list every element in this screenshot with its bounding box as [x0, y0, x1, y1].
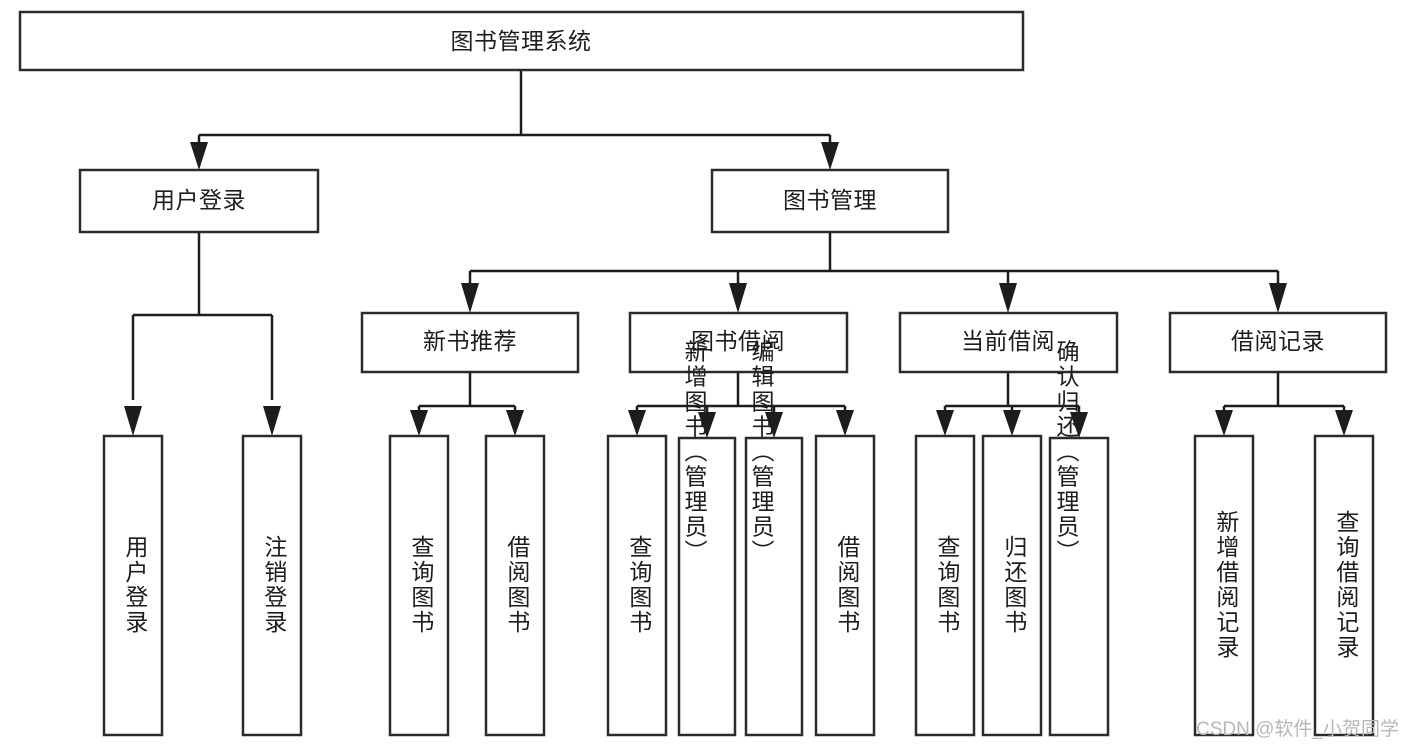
node-borrow-record-label: 借阅记录 — [1231, 328, 1325, 354]
node-new-book-recommend-box — [360, 311, 580, 374]
node-leaf-bb-query-book[interactable]: 查询图书 — [606, 434, 668, 737]
node-book-borrow-box — [628, 311, 849, 374]
node-leaf-bb-add-book-label: 新增图书（管理员） — [681, 340, 708, 565]
arrow-head-bb-edit-book — [765, 412, 783, 438]
node-borrow-record-box — [1168, 311, 1388, 374]
connector-group-borrow-record-to-leaves — [1215, 372, 1353, 436]
node-root-system-box — [18, 10, 1025, 72]
node-leaf-bb-edit-book-label: 编辑图书（管理员） — [748, 340, 775, 565]
node-user-login-box — [78, 168, 320, 234]
node-leaf-logout-label: 注销登录 — [261, 535, 288, 635]
node-leaf-bb-edit-book-box — [744, 436, 804, 737]
arrow-head-nb-query-book — [410, 410, 428, 436]
arrow-head-cb-return-book — [1003, 410, 1021, 436]
arrow-head-bb-add-book — [698, 412, 716, 438]
node-leaf-nb-borrow-book-box — [484, 434, 546, 737]
node-book-borrow[interactable]: 图书借阅 — [628, 311, 849, 374]
node-leaf-br-add-record[interactable]: 新增借阅记录 — [1193, 434, 1255, 737]
node-leaf-bb-edit-book[interactable]: 编辑图书（管理员） — [744, 340, 804, 737]
arrow-head-user-login — [190, 142, 208, 170]
connector-group-root-to-level2 — [190, 70, 839, 170]
node-leaf-nb-borrow-book-label: 借阅图书 — [504, 535, 531, 635]
node-leaf-bb-query-book-label: 查询图书 — [626, 535, 653, 635]
arrow-head-nb-borrow-book — [506, 410, 524, 436]
node-current-borrow-label: 当前借阅 — [961, 328, 1055, 354]
connector-group-book-manage-to-level3 — [461, 232, 1287, 313]
node-leaf-br-add-record-box — [1193, 434, 1255, 737]
node-leaf-user-login[interactable]: 用户登录 — [102, 434, 164, 737]
node-leaf-user-login-label: 用户登录 — [122, 535, 149, 635]
node-leaf-br-query-record-box — [1313, 434, 1375, 737]
node-leaf-cb-confirm-return-box — [1048, 436, 1110, 737]
node-leaf-cb-query-book-box — [914, 434, 976, 737]
node-leaf-cb-query-book[interactable]: 查询图书 — [914, 434, 976, 737]
node-leaf-bb-borrow-book-box — [814, 434, 876, 737]
node-leaf-logout-box — [241, 434, 303, 737]
arrow-head-cb-query-book — [936, 410, 954, 436]
node-leaf-cb-return-book[interactable]: 归还图书 — [981, 434, 1043, 737]
node-leaf-bb-add-book[interactable]: 新增图书（管理员） — [677, 340, 737, 737]
node-leaf-cb-confirm-return[interactable]: 确认归还（管理员） — [1048, 340, 1110, 737]
node-leaf-logout[interactable]: 注销登录 — [241, 434, 303, 737]
arrow-head-br-query-record — [1335, 410, 1353, 436]
node-leaf-bb-add-book-box — [677, 436, 737, 737]
node-borrow-record[interactable]: 借阅记录 — [1168, 311, 1388, 374]
node-user-login[interactable]: 用户登录 — [78, 168, 320, 234]
node-leaf-nb-query-book[interactable]: 查询图书 — [388, 434, 450, 737]
node-new-book-recommend-label: 新书推荐 — [423, 328, 517, 354]
arrow-head-current-borrow — [999, 283, 1017, 313]
node-root-system-label: 图书管理系统 — [451, 28, 592, 54]
connector-group-book-borrow-to-leaves — [628, 372, 854, 438]
node-leaf-cb-query-book-label: 查询图书 — [934, 535, 961, 635]
node-leaf-cb-confirm-return-label: 确认归还（管理员） — [1053, 340, 1080, 565]
arrow-head-book-manage — [821, 142, 839, 170]
arrow-head-cb-confirm-return — [1070, 412, 1088, 438]
arrow-head-new-book-recommend — [461, 283, 479, 313]
node-leaf-nb-query-book-label: 查询图书 — [408, 535, 435, 635]
node-leaf-br-add-record-label: 新增借阅记录 — [1213, 510, 1240, 660]
connector-group-new-book-to-leaves — [410, 372, 524, 436]
node-user-login-label: 用户登录 — [152, 187, 246, 213]
arrow-head-bb-borrow-book — [836, 410, 854, 436]
arrow-head-leaf-logout — [263, 406, 281, 436]
node-book-manage[interactable]: 图书管理 — [710, 168, 950, 234]
node-root-system[interactable]: 图书管理系统 — [18, 10, 1025, 72]
arrow-head-leaf-user-login — [124, 406, 142, 436]
connector-group-user-login-to-leaves — [124, 232, 281, 436]
arrow-head-br-add-record — [1215, 410, 1233, 436]
node-leaf-nb-borrow-book[interactable]: 借阅图书 — [484, 434, 546, 737]
node-leaf-nb-query-book-box — [388, 434, 450, 737]
node-leaf-cb-return-book-label: 归还图书 — [1001, 535, 1028, 635]
connector-group-current-borrow-to-leaves — [936, 372, 1088, 438]
node-leaf-bb-borrow-book-label: 借阅图书 — [834, 535, 861, 635]
node-leaf-user-login-box — [102, 434, 164, 737]
node-book-manage-box — [710, 168, 950, 234]
node-leaf-br-query-record[interactable]: 查询借阅记录 — [1313, 434, 1375, 737]
arrow-head-book-borrow — [729, 283, 747, 313]
node-book-borrow-label: 图书借阅 — [691, 328, 785, 354]
node-new-book-recommend[interactable]: 新书推荐 — [360, 311, 580, 374]
node-leaf-br-query-record-label: 查询借阅记录 — [1333, 510, 1360, 660]
node-leaf-bb-query-book-box — [606, 434, 668, 737]
arrow-head-borrow-record — [1269, 283, 1287, 313]
node-current-borrow[interactable]: 当前借阅 — [898, 311, 1119, 374]
arrow-head-bb-query-book — [628, 410, 646, 436]
node-current-borrow-box — [898, 311, 1119, 374]
node-leaf-bb-borrow-book[interactable]: 借阅图书 — [814, 434, 876, 737]
node-leaf-cb-return-book-box — [981, 434, 1043, 737]
watermark-label: CSDN @软件_小贺同学 — [1196, 718, 1399, 740]
node-book-manage-label: 图书管理 — [783, 187, 877, 213]
